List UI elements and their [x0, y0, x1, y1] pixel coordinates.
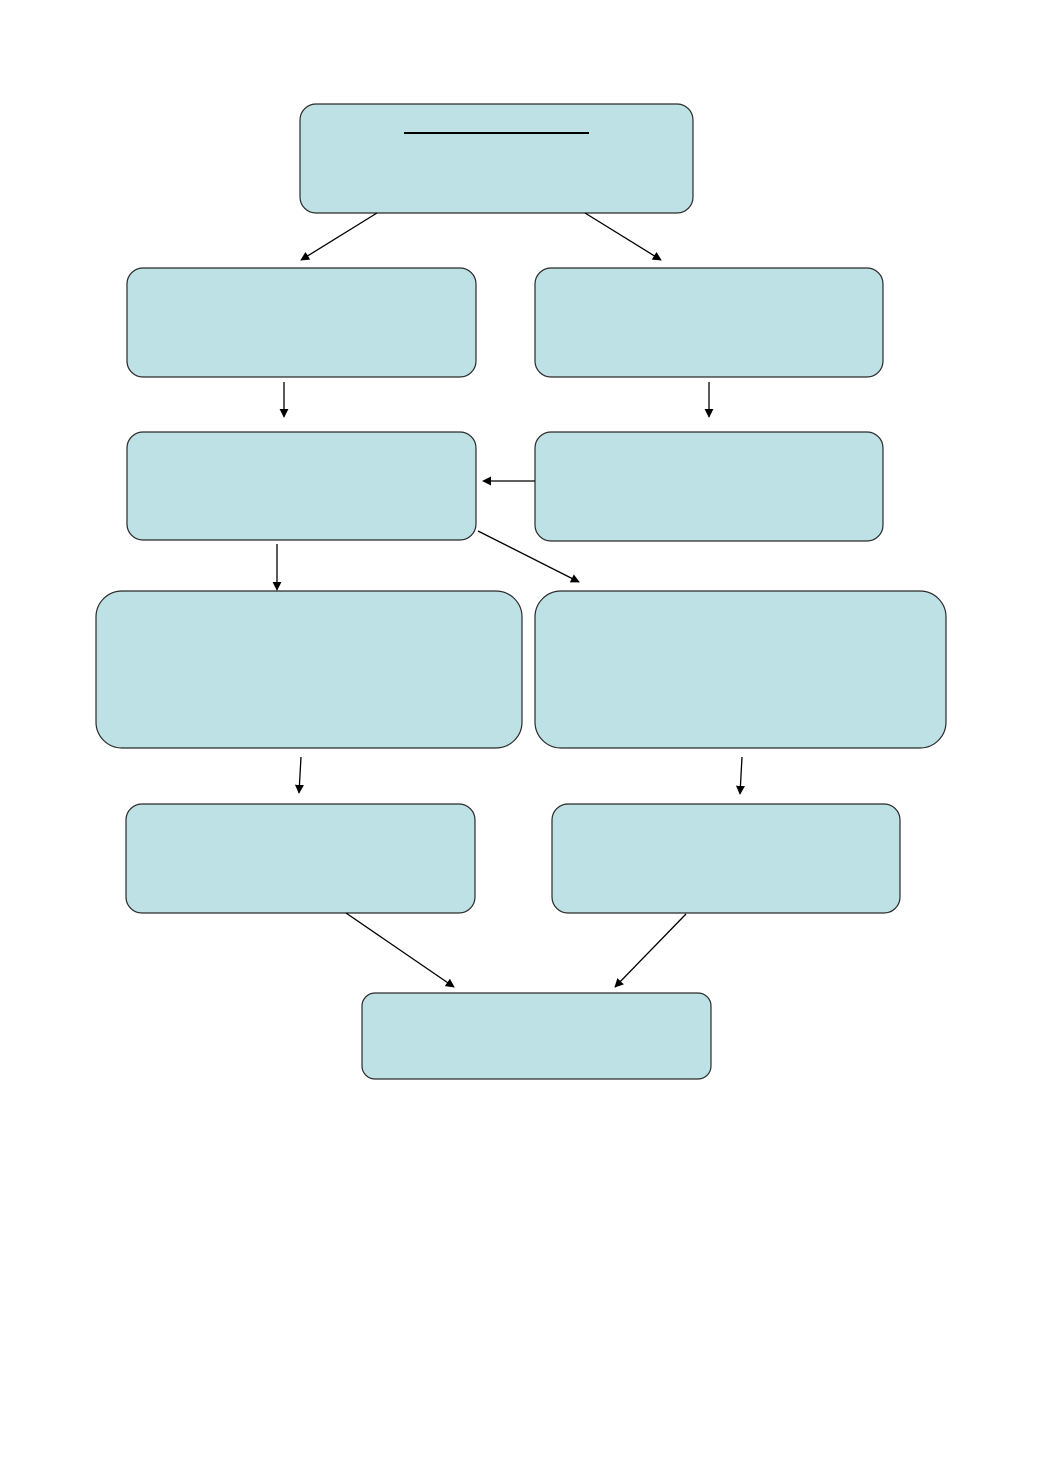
arrow-level2-left-to-level3-right [477, 530, 580, 583]
level4-left-box [125, 803, 476, 914]
flowchart-arrows [272, 212, 745, 988]
arrow-top-to-level1-right [584, 212, 662, 261]
level1-left-box [126, 267, 477, 378]
arrow-level4-right-to-bottom [614, 913, 687, 988]
level3-right-box [534, 590, 947, 749]
level1-right-box [534, 267, 884, 378]
level2-right-box [534, 431, 884, 542]
level3-left-box [95, 590, 523, 749]
arrow-level4-left-to-bottom [345, 912, 455, 988]
flowchart-boxes [95, 103, 947, 1080]
level2-left-box [126, 431, 477, 541]
level4-right-box [551, 803, 901, 914]
arrow-top-to-level1-left [300, 212, 378, 261]
arrow-level3-left-to-level4-left [294, 756, 304, 794]
bottom-box [361, 992, 712, 1080]
arrow-level3-right-to-level4-right [735, 756, 745, 795]
top-box [299, 103, 694, 214]
